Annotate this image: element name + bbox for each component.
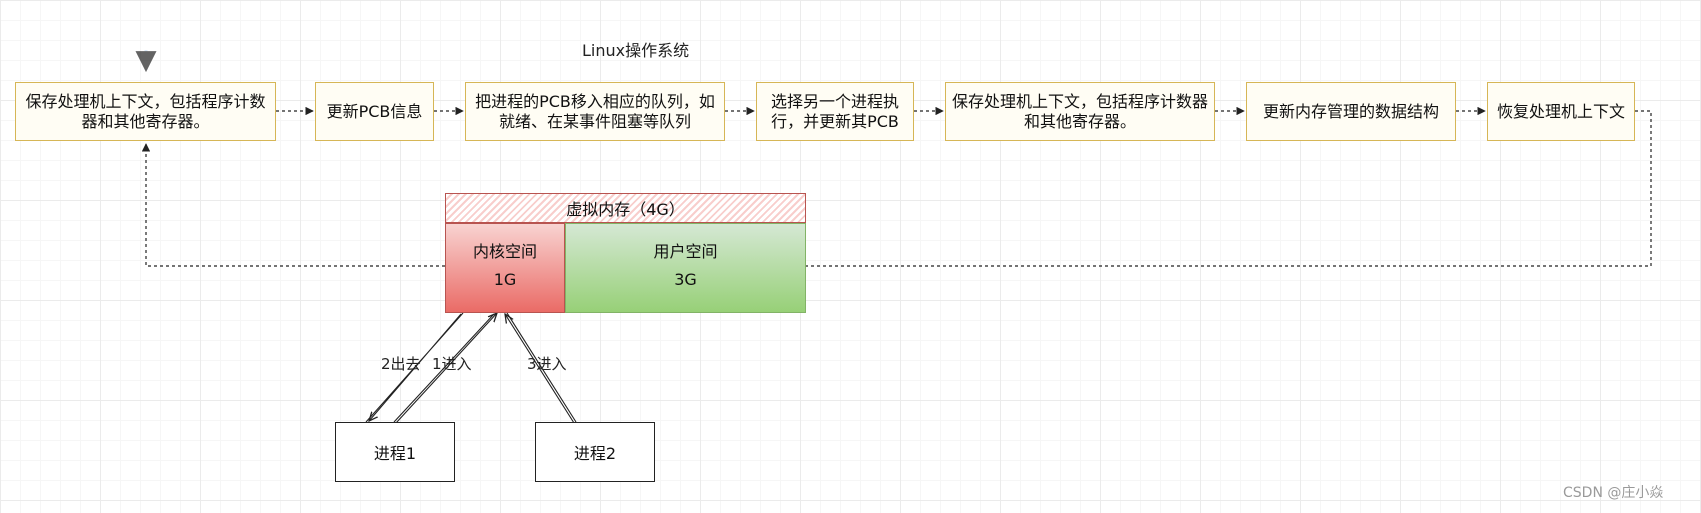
watermark: CSDN @庄小焱 xyxy=(1563,485,1664,501)
step-save-context: 保存处理机上下文，包括程序计数器和其他寄存器。 xyxy=(15,82,276,141)
arrow-kernel-to-step1 xyxy=(141,143,445,267)
edge-label-in-1: 1进入 xyxy=(432,355,472,373)
step-update-pcb: 更新PCB信息 xyxy=(315,82,434,141)
virtual-memory-header: 虚拟内存（4G） xyxy=(445,193,806,223)
user-space-label: 用户空间 xyxy=(653,242,718,261)
user-space-block: 用户空间 3G xyxy=(565,223,806,313)
arrow-kernel-to-process1 xyxy=(366,312,464,422)
arrow-process2-to-kernel xyxy=(505,313,577,424)
kernel-space-label: 内核空间 xyxy=(472,242,537,261)
kernel-space-size: 1G xyxy=(493,270,517,289)
arrow-process1-to-kernel xyxy=(393,313,497,424)
step-select-process: 选择另一个进程执行，并更新其PCB xyxy=(756,82,914,141)
step-restore-context: 恢复处理机上下文 xyxy=(1487,82,1635,141)
process-1-box: 进程1 xyxy=(335,422,455,482)
kernel-space-block: 内核空间 1G xyxy=(445,223,565,313)
user-space-size: 3G xyxy=(674,270,697,289)
diagram-title: Linux操作系统 xyxy=(582,41,690,60)
step-update-memory: 更新内存管理的数据结构 xyxy=(1246,82,1456,141)
process-2-box: 进程2 xyxy=(535,422,655,482)
edge-label-out: 2出去 xyxy=(381,355,421,373)
edge-label-in-3: 3进入 xyxy=(527,355,567,373)
arrow-step7-to-kernel xyxy=(564,110,1652,271)
step-move-pcb-queue: 把进程的PCB移入相应的队列，如就绪、在某事件阻塞等队列 xyxy=(465,82,725,141)
step-save-context-2: 保存处理机上下文，包括程序计数器和其他寄存器。 xyxy=(945,82,1215,141)
